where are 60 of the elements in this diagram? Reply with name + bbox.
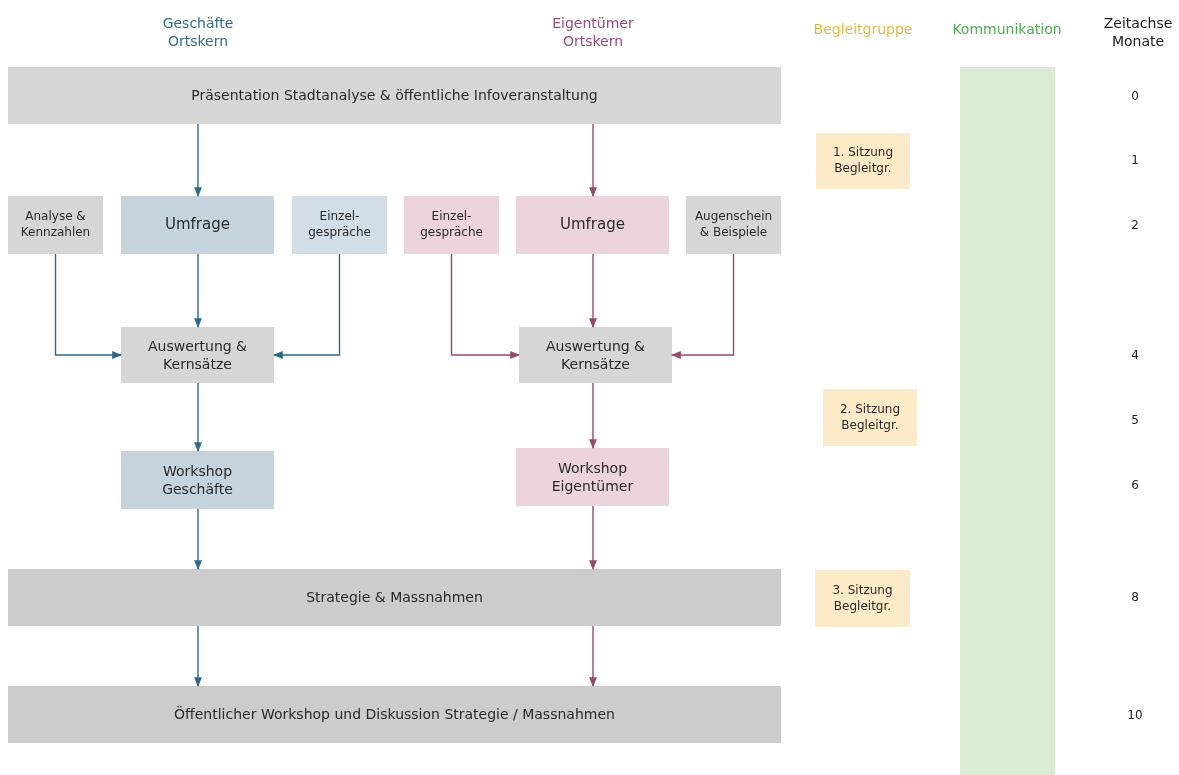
arrow: [589, 505, 597, 570]
column-heading: Kommunikation: [951, 19, 1063, 39]
arrow: [194, 382, 202, 452]
arrow: [589, 253, 597, 328]
meeting-box: [823, 389, 917, 446]
process-box: [516, 448, 669, 506]
box-label: Präsentation Stadtanalyse & öffentliche Infoveranstaltung: [191, 86, 598, 105]
arrow: [589, 382, 597, 449]
column-heading: Geschäfte Ortskern: [161, 13, 235, 51]
arrow: [671, 253, 735, 359]
stage-bar: [8, 569, 781, 626]
box-label: Umfrage: [165, 215, 230, 235]
month-number: 1: [1131, 153, 1139, 169]
box-label: Workshop Geschäfte: [161, 461, 234, 499]
arrow: [194, 253, 202, 328]
arrow: [589, 123, 597, 197]
process-box: [519, 327, 672, 383]
month-number: 0: [1131, 89, 1139, 105]
box-label: Umfrage: [560, 215, 625, 235]
meeting-box: [815, 570, 910, 627]
process-box: [121, 327, 274, 383]
arrow: [194, 508, 202, 570]
arrow: [589, 625, 597, 687]
month-number: 6: [1131, 478, 1139, 494]
process-box: [121, 451, 274, 509]
stage-bar: [8, 686, 781, 743]
meeting-box: [816, 133, 910, 189]
box-label: 2. Sitzung Begleitgr.: [838, 401, 901, 434]
month-number: 5: [1131, 413, 1139, 429]
box-label: Augenschein & Beispiele: [693, 209, 774, 241]
month-number: 2: [1131, 218, 1139, 234]
month-number: 8: [1131, 590, 1139, 606]
arrow: [194, 625, 202, 687]
communication-bar: [960, 67, 1055, 775]
box-label: 1. Sitzung Begleitgr.: [831, 145, 894, 177]
arrow: [273, 253, 341, 359]
process-box: [516, 196, 669, 254]
stage-bar: [8, 67, 781, 124]
box-label: Auswertung & Kernsätze: [544, 336, 647, 374]
column-heading: Eigentümer Ortskern: [551, 13, 635, 51]
input-box: [8, 196, 103, 254]
input-box: [686, 196, 781, 254]
box-label: Öffentlicher Workshop und Diskussion Strategie / Massnahmen: [174, 705, 615, 724]
arrow: [194, 123, 202, 197]
process-box: [121, 196, 274, 254]
box-label: Analyse & Kennzahlen: [19, 209, 92, 241]
box-label: Einzel- gespräche: [419, 209, 484, 241]
input-box: [404, 196, 499, 254]
column-heading: Zeitachse Monate: [1102, 13, 1174, 51]
column-heading: Begleitgruppe: [812, 19, 914, 39]
box-label: Einzel- gespräche: [307, 209, 372, 241]
box-label: Strategie & Massnahmen: [306, 588, 483, 607]
arrow: [450, 253, 520, 359]
month-number: 10: [1127, 708, 1143, 724]
box-label: 3. Sitzung Begleitgr.: [831, 582, 894, 615]
box-label: Auswertung & Kernsätze: [146, 336, 249, 374]
arrow: [54, 253, 122, 359]
input-box: [292, 196, 387, 254]
month-number: 4: [1131, 348, 1139, 364]
box-label: Workshop Eigentümer: [550, 458, 635, 496]
